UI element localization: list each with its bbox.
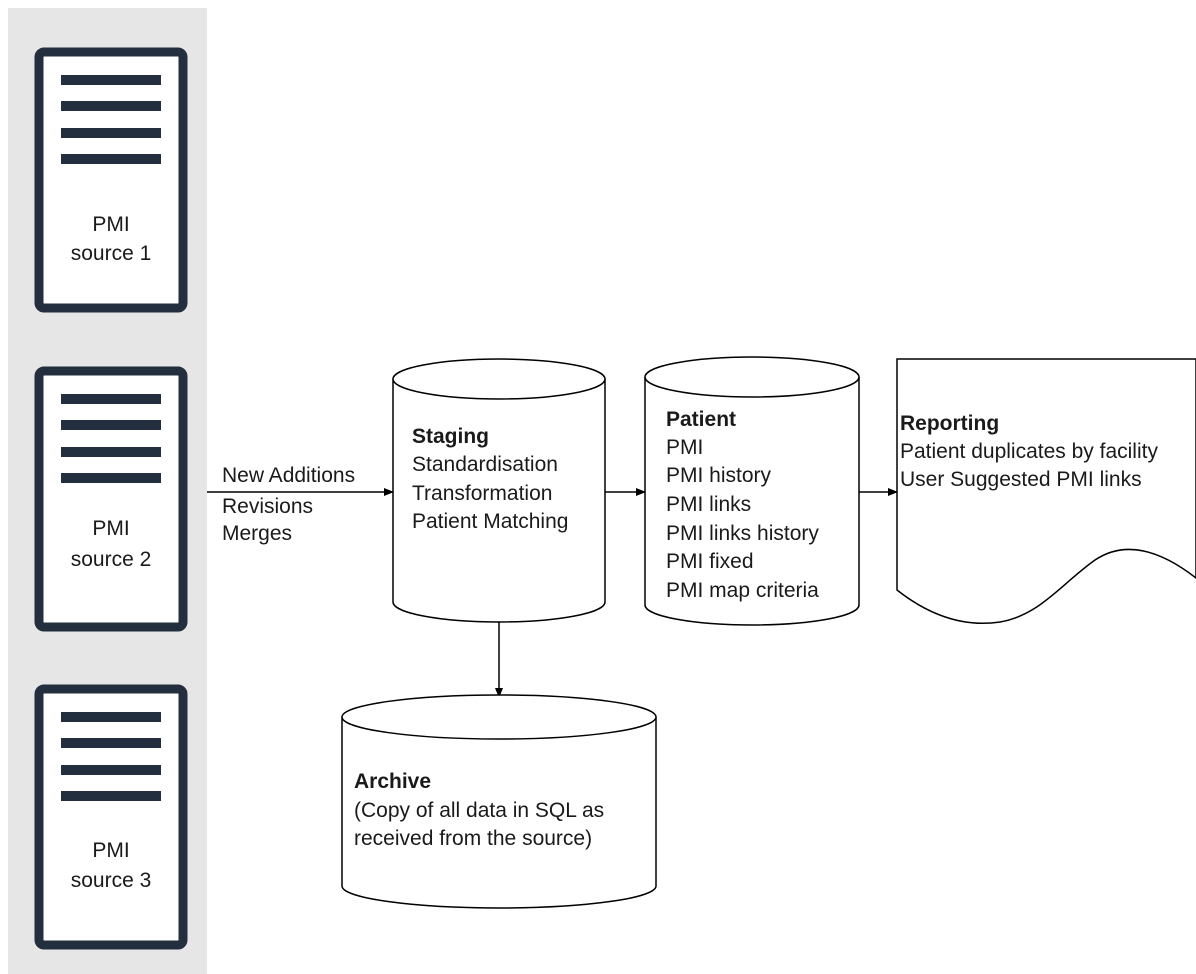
patient-line: PMI links <box>666 493 751 516</box>
reporting-document: Reporting Patient duplicates by facility… <box>896 358 1196 624</box>
archive-database: Archive (Copy of all data in SQL as rece… <box>341 694 657 909</box>
archive-line: received from the source) <box>354 827 592 850</box>
patient-database: Patient PMI PMI history PMI links PMI li… <box>644 356 860 626</box>
source-label-line2: source 2 <box>71 548 152 571</box>
staging-line: Transformation <box>412 482 552 505</box>
patient-line: PMI links history <box>666 522 819 545</box>
reporting-line: Patient duplicates by facility <box>900 440 1158 463</box>
server-icon <box>34 47 188 313</box>
feed-label-revisions: Revisions <box>222 495 313 518</box>
source-label-line1: PMI <box>92 839 129 862</box>
archive-title: Archive <box>354 770 431 793</box>
source-label-line2: source 1 <box>71 242 152 265</box>
staging-line: Standardisation <box>412 453 558 476</box>
pmi-source-1: PMI source 1 <box>34 47 188 313</box>
server-icon <box>34 684 188 950</box>
pmi-source-2: PMI source 2 <box>34 366 188 632</box>
staging-line: Patient Matching <box>412 510 568 533</box>
source-label-line1: PMI <box>92 213 129 236</box>
archive-line: (Copy of all data in SQL as <box>354 799 604 822</box>
staging-database: Staging Standardisation Transformation P… <box>392 358 606 623</box>
source-label-line2: source 3 <box>71 869 152 892</box>
staging-title: Staging <box>412 425 489 448</box>
server-icon <box>34 366 188 632</box>
reporting-title: Reporting <box>900 412 999 435</box>
patient-line: PMI map criteria <box>666 579 819 602</box>
reporting-line: User Suggested PMI links <box>900 468 1142 491</box>
feed-label-merges: Merges <box>222 522 292 545</box>
patient-line: PMI history <box>666 464 772 487</box>
patient-line: PMI <box>666 436 703 459</box>
patient-title: Patient <box>666 408 736 431</box>
patient-line: PMI fixed <box>666 550 754 573</box>
feed-label-new-additions: New Additions <box>222 464 355 487</box>
source-label-line1: PMI <box>92 517 129 540</box>
pmi-source-3: PMI source 3 <box>34 684 188 950</box>
